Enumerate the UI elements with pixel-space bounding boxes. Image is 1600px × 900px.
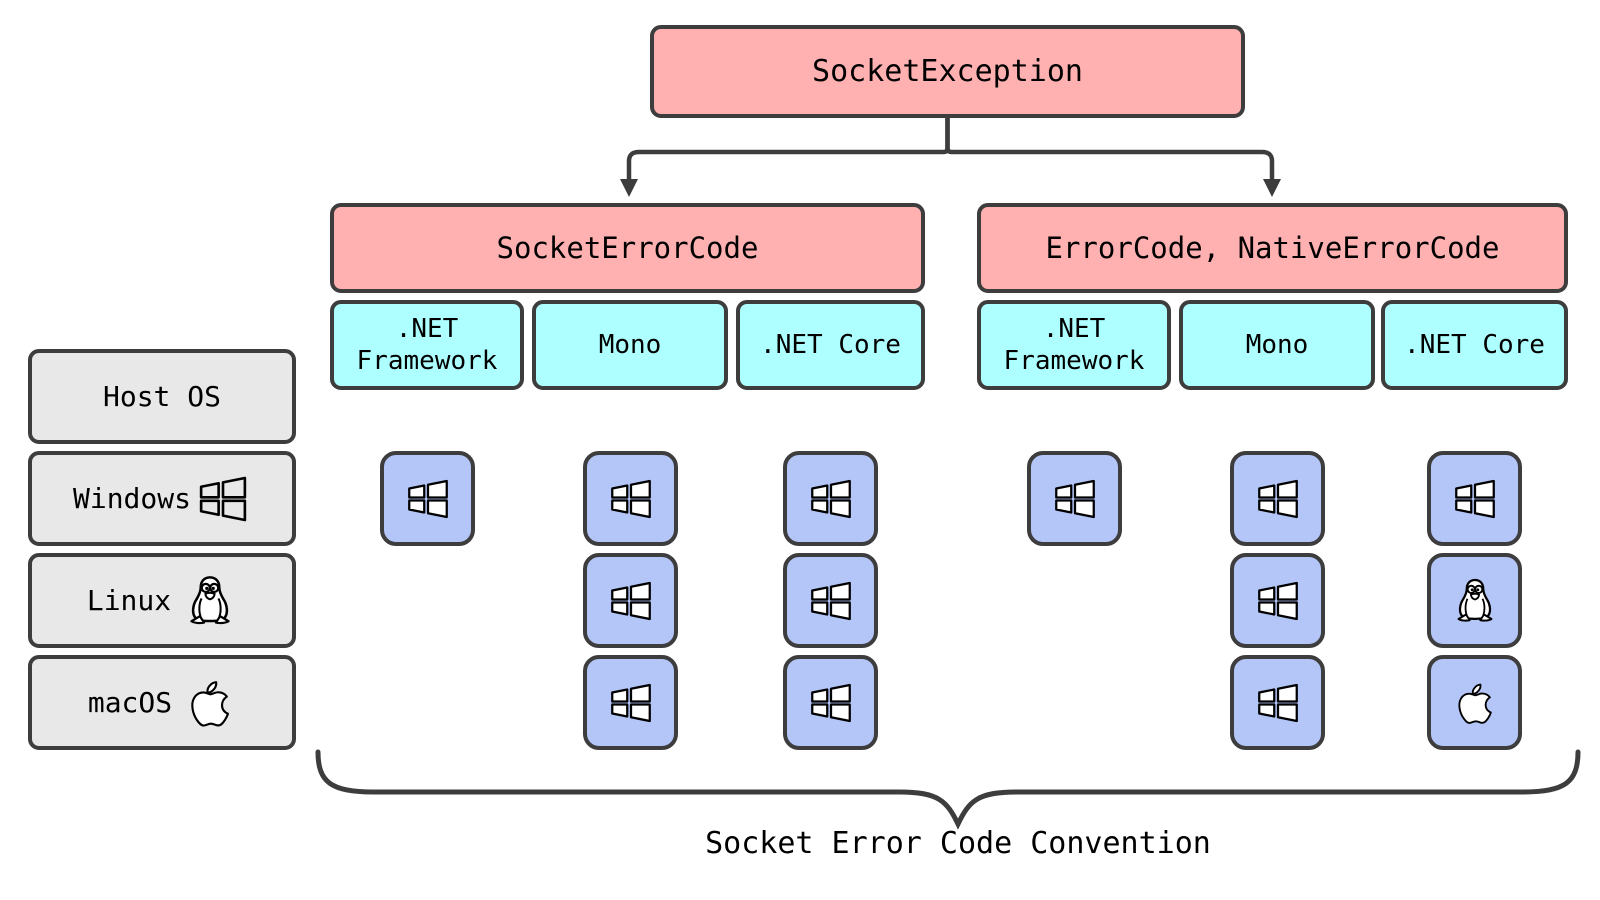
host-os-header-label: Host OS — [102, 380, 221, 413]
grid-cell-left-mono-macos — [583, 655, 678, 750]
node-socket-error-code-label: SocketErrorCode — [496, 231, 759, 265]
grid-cell-right-netfx-windows — [1027, 451, 1122, 546]
runtime-left-net-framework: .NET Framework — [330, 300, 524, 390]
left-arrowhead-icon — [620, 179, 638, 197]
grid-cell-left-netcore-windows — [783, 451, 878, 546]
tux-penguin-icon — [1451, 577, 1499, 625]
host-os-row-label: Windows — [72, 482, 191, 515]
node-native-error-code-label: ErrorCode, NativeErrorCode — [1045, 231, 1500, 265]
grid-cell-right-netcore-macos — [1427, 655, 1522, 750]
host-os-row-label: macOS — [87, 686, 173, 719]
runtime-label: .NET Framework — [356, 313, 498, 377]
apple-logo-icon — [184, 677, 236, 729]
runtime-left-mono: Mono — [532, 300, 728, 390]
runtime-left-net-core: .NET Core — [736, 300, 925, 390]
apple-logo-icon — [1452, 680, 1498, 726]
windows-logo-icon — [404, 475, 452, 523]
node-native-error-code: ErrorCode, NativeErrorCode — [977, 203, 1568, 293]
runtime-label: Mono — [598, 329, 662, 360]
grid-cell-right-mono-linux — [1230, 553, 1325, 648]
left-branch-connector — [626, 118, 950, 182]
runtime-label: .NET Core — [760, 329, 901, 360]
host-os-header: Host OS — [28, 349, 296, 444]
windows-logo-icon — [1451, 475, 1499, 523]
tux-penguin-icon — [183, 574, 237, 628]
grid-cell-left-netcore-linux — [783, 553, 878, 648]
grid-cell-right-netcore-windows — [1427, 451, 1522, 546]
windows-logo-icon — [607, 475, 655, 523]
curly-brace-path — [315, 749, 1581, 830]
host-os-row-windows: Windows — [28, 451, 296, 546]
grid-cell-right-mono-windows — [1230, 451, 1325, 546]
windows-logo-icon — [607, 679, 655, 727]
runtime-right-net-core: .NET Core — [1381, 300, 1568, 390]
host-os-row-label: Linux — [86, 584, 172, 617]
grid-cell-left-netcore-macos — [783, 655, 878, 750]
node-socket-error-code: SocketErrorCode — [330, 203, 925, 293]
host-os-row-linux: Linux — [28, 553, 296, 648]
node-socket-exception: SocketException — [650, 25, 1245, 118]
runtime-right-net-framework: .NET Framework — [977, 300, 1171, 390]
windows-logo-icon — [195, 471, 251, 527]
grid-cell-left-netfx-windows — [380, 451, 475, 546]
grid-cell-left-mono-linux — [583, 553, 678, 648]
runtime-label: Mono — [1245, 329, 1309, 360]
grid-cell-right-netcore-linux — [1427, 553, 1522, 648]
windows-logo-icon — [1254, 475, 1302, 523]
runtime-label: .NET Core — [1404, 329, 1545, 360]
runtime-label: .NET Framework — [1003, 313, 1145, 377]
right-branch-connector — [945, 118, 1275, 182]
grid-cell-right-mono-macos — [1230, 655, 1325, 750]
windows-logo-icon — [807, 679, 855, 727]
windows-logo-icon — [1254, 577, 1302, 625]
host-os-row-macos: macOS — [28, 655, 296, 750]
windows-logo-icon — [1254, 679, 1302, 727]
runtime-right-mono: Mono — [1179, 300, 1375, 390]
windows-logo-icon — [807, 475, 855, 523]
right-arrowhead-icon — [1263, 179, 1281, 197]
grid-cell-left-mono-windows — [583, 451, 678, 546]
node-socket-exception-label: SocketException — [812, 54, 1083, 89]
windows-logo-icon — [1051, 475, 1099, 523]
diagram-caption: Socket Error Code Convention — [705, 826, 1211, 861]
windows-logo-icon — [807, 577, 855, 625]
windows-logo-icon — [607, 577, 655, 625]
